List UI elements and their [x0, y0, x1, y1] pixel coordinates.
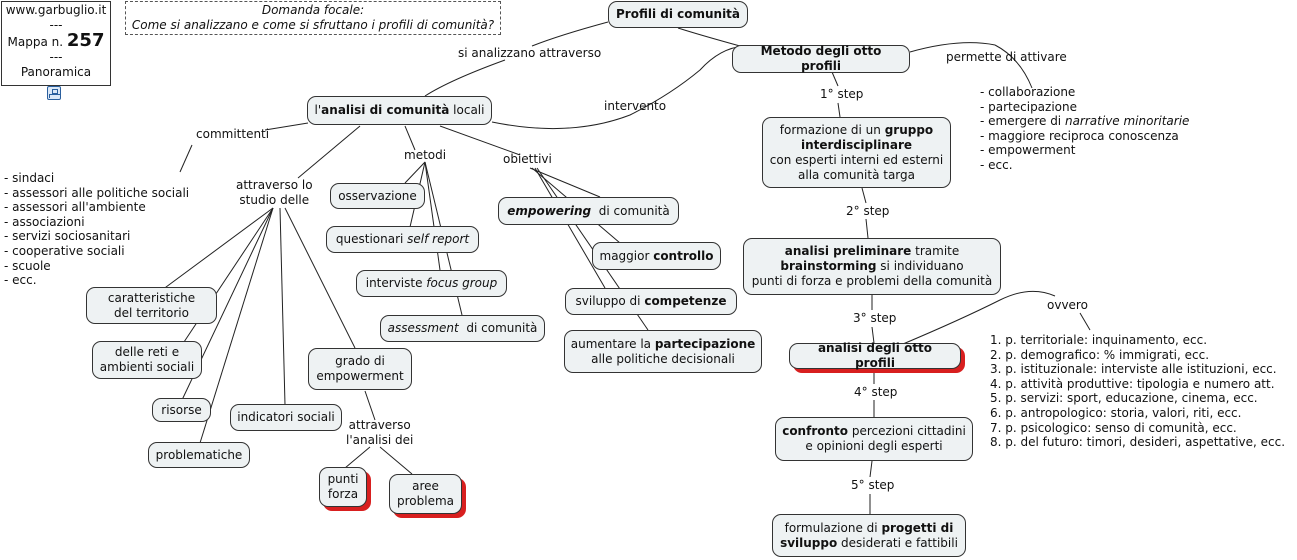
list-item: - partecipazione: [980, 99, 1078, 114]
list-item: - emergere di narrative minoritarie: [980, 114, 1190, 129]
list-item: - associazioni: [4, 214, 85, 229]
label-step-3: 3° step: [853, 311, 897, 325]
view-label[interactable]: Panoramica: [20, 65, 92, 79]
list-item: - empowerment: [980, 143, 1076, 158]
label-permette: permette di attivare: [946, 50, 1067, 64]
label-committenti: committenti: [196, 127, 270, 141]
aumentare-partecipazione-node[interactable]: aumentare la partecipazione alle politic…: [564, 330, 762, 373]
maggior-controllo-node[interactable]: maggior controllo: [592, 242, 721, 270]
list-item: - cooperative sociali: [4, 243, 125, 258]
step3-otto-profili-node[interactable]: analisi degli otto profili: [789, 341, 961, 370]
list-item: 4. p. attività produttive: tipologia e n…: [990, 376, 1275, 391]
separator: ---: [49, 18, 63, 32]
list-item: 8. p. del futuro: timori, desideri, aspe…: [990, 435, 1286, 450]
list-item: 6. p. antropologico: storia, valori, rit…: [990, 405, 1242, 420]
map-icon[interactable]: [47, 86, 61, 100]
list-item: 7. p. psicologico: senso di comunità, ec…: [990, 420, 1237, 435]
focal-question: Domanda focale: Come si analizzano e com…: [125, 1, 501, 35]
sviluppo-competenze-node[interactable]: sviluppo di competenze: [565, 288, 737, 315]
separator: ---: [49, 50, 63, 64]
label-obiettivi: obiettivi: [503, 152, 552, 166]
committenti-list: - sindaci - assessori alle politiche soc…: [4, 171, 189, 288]
map-number: Mappa n. 257: [7, 30, 105, 51]
site-url[interactable]: www.garbuglio.it: [5, 3, 107, 17]
problematiche-node[interactable]: problematiche: [148, 442, 250, 468]
label-step-1: 1° step: [820, 87, 864, 101]
label-metodi: metodi: [404, 148, 447, 162]
list-item: - assessori all'ambiente: [4, 200, 146, 215]
list-item: - servizi sociosanitari: [4, 229, 131, 244]
label-step-2: 2° step: [846, 204, 890, 218]
metodo-otto-profili-node[interactable]: Metodo degli otto profili: [732, 44, 910, 73]
list-item: - collaborazione: [980, 85, 1076, 99]
empowering-node[interactable]: empowering di comunità: [498, 197, 679, 225]
indicatori-sociali-node[interactable]: indicatori sociali: [230, 404, 342, 431]
list-item: - sindaci: [4, 171, 55, 185]
list-item: - ecc.: [4, 273, 37, 288]
step4-confronto-node[interactable]: confronto percezioni cittadini e opinion…: [775, 417, 973, 461]
label-step-4: 4° step: [854, 385, 898, 399]
list-item: 1. p. territoriale: inquinamento, ecc.: [990, 333, 1208, 347]
label-si-analizzano: si analizzano attraverso: [458, 46, 602, 60]
step5-progetti-node[interactable]: formulazione di progetti di sviluppo des…: [772, 514, 966, 557]
map-info-box: www.garbuglio.it --- Mappa n. 257 --- Pa…: [1, 1, 111, 86]
list-item: - scuole: [4, 258, 51, 273]
label-intervento: intervento: [604, 99, 667, 113]
questionari-node[interactable]: questionari self report: [326, 226, 479, 253]
analisi-comunita-node[interactable]: l'analisi di comunità locali: [307, 96, 492, 125]
permette-list: - collaborazione - partecipazione - emer…: [980, 85, 1189, 173]
list-item: 5. p. servizi: sport, educazione, cinema…: [990, 391, 1258, 406]
list-item: 3. p. istituzionale: interviste alle ist…: [990, 362, 1277, 377]
risorse-node[interactable]: risorse: [152, 398, 211, 422]
osservazione-node[interactable]: osservazione: [330, 183, 425, 209]
assessment-node[interactable]: assessment di comunità: [380, 315, 545, 342]
step2-analisi-preliminare-node[interactable]: analisi preliminare tramite brainstormin…: [743, 238, 1001, 295]
step1-gruppo-node[interactable]: formazione di un gruppo interdisciplinar…: [762, 117, 951, 188]
label-step-5: 5° step: [851, 478, 895, 492]
list-item: 2. p. demografico: % immigrati, ecc.: [990, 347, 1210, 362]
root-node[interactable]: Profili di comunità: [608, 1, 748, 28]
profili-list: 1. p. territoriale: inquinamento, ecc. 2…: [990, 333, 1285, 450]
interviste-node[interactable]: interviste focus group: [356, 270, 507, 297]
list-item: - maggiore reciproca conoscenza: [980, 128, 1179, 143]
list-item: - assessori alle politiche sociali: [4, 185, 190, 200]
list-item: - ecc.: [980, 157, 1013, 172]
label-ovvero: ovvero: [1047, 298, 1088, 312]
